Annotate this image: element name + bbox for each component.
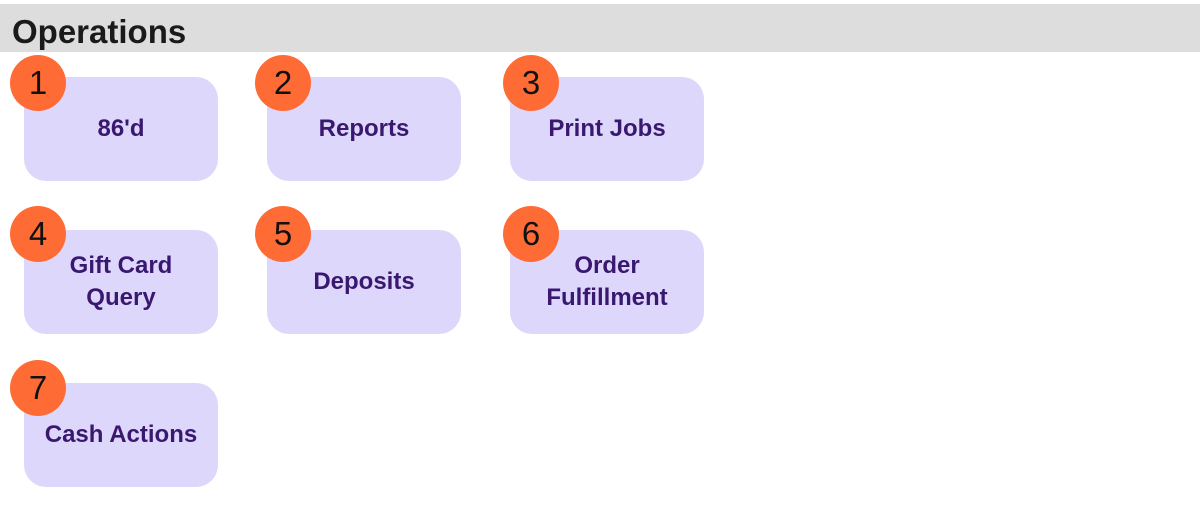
section-title: Operations bbox=[12, 13, 187, 50]
tile-number-badge: 2 bbox=[255, 55, 311, 111]
tile-number-badge: 1 bbox=[10, 55, 66, 111]
section-header: Operations bbox=[0, 4, 1200, 52]
tile-label: Order Fulfillment bbox=[546, 252, 668, 311]
tile-label: Deposits bbox=[313, 268, 415, 295]
tile-number-badge: 7 bbox=[10, 360, 66, 416]
tile-number-badge: 3 bbox=[503, 55, 559, 111]
tile-label: Cash Actions bbox=[44, 421, 198, 448]
tile-label: 86'd bbox=[97, 115, 145, 142]
tile-label: Print Jobs bbox=[548, 115, 666, 142]
tile-label: Reports bbox=[318, 115, 410, 142]
tile-number-badge: 5 bbox=[255, 206, 311, 262]
tile-number-badge: 6 bbox=[503, 206, 559, 262]
tile-label: Gift Card Query bbox=[69, 252, 173, 311]
tile-number-badge: 4 bbox=[10, 206, 66, 262]
